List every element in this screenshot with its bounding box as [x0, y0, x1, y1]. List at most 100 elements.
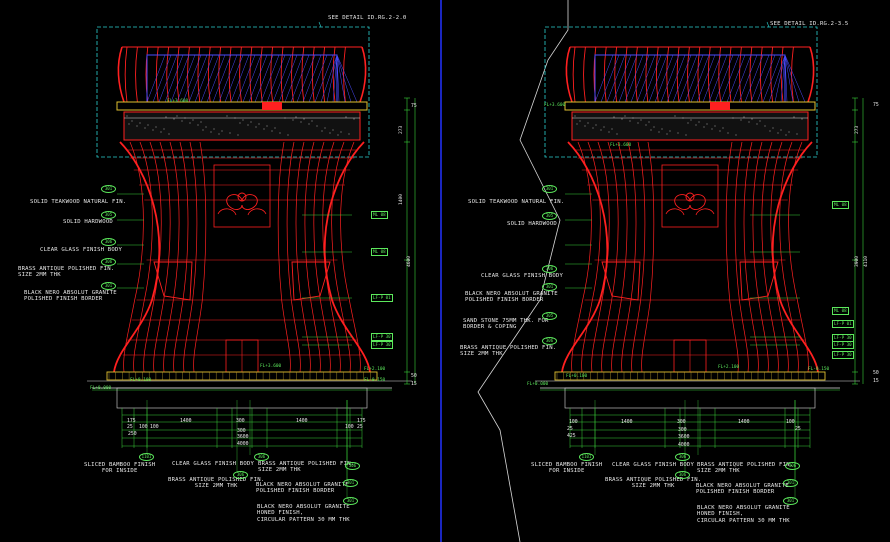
speckle — [764, 125, 766, 127]
right-bdim-3: 300 — [677, 420, 686, 425]
right-level-2: FL+3.600 — [610, 143, 632, 148]
speckle — [674, 115, 676, 117]
body-slat — [641, 141, 655, 373]
right-side-panel — [291, 261, 331, 301]
left-bdim-7: 100 — [345, 425, 354, 430]
hatch-line — [188, 54, 208, 103]
site-boundary-line — [477, 0, 569, 542]
detail-callout-box — [544, 26, 818, 158]
speckle — [801, 118, 803, 120]
hatch-line — [290, 54, 310, 103]
hatch-line — [314, 54, 334, 103]
speckle — [332, 129, 334, 131]
right-box-6: LF-P 30 — [832, 351, 854, 359]
body-slat — [183, 141, 198, 373]
speckle — [722, 127, 724, 129]
body-slat — [123, 141, 144, 373]
left-side-panel — [601, 261, 641, 301]
speckle — [274, 127, 276, 129]
right-label-sand: SAND STONE 75MM THK. FOR BORDER & COPING — [463, 318, 549, 331]
left-label-nero: BLACK NERO ABSOLUT GRANITE POLISHED FINI… — [24, 290, 117, 303]
hatch-line — [308, 54, 328, 103]
crown-rib — [645, 46, 649, 103]
right-bdim-4: 1400 — [738, 420, 750, 425]
left-bubble-brass: 306 — [101, 258, 116, 266]
speckle — [690, 119, 692, 121]
body-slat — [631, 141, 646, 373]
speckle — [168, 133, 170, 135]
hatch-line — [678, 54, 698, 103]
floral-motif — [674, 194, 706, 210]
speckle — [205, 126, 207, 128]
speckle — [592, 127, 594, 129]
speckle — [621, 118, 623, 120]
speckle — [271, 130, 273, 132]
speckle — [308, 123, 310, 125]
hatch-line — [738, 54, 758, 103]
top-slab — [116, 101, 368, 111]
left-note-glass: CLEAR GLASS FINISH BODY — [172, 461, 255, 467]
right-rdim-6: 15 — [873, 379, 879, 384]
body-slat — [295, 141, 311, 373]
foundation — [116, 387, 368, 409]
cap-band — [571, 111, 809, 141]
left-note-honed: BLACK NERO ABSOLUT GRANITE HONED FINISH,… — [257, 504, 350, 523]
left-bdim4: 4000 — [237, 442, 249, 447]
speckle — [340, 131, 342, 133]
speckle — [279, 132, 281, 134]
right-rdim-3: 3900 — [855, 255, 860, 267]
hatch-line — [666, 54, 686, 103]
speckle — [176, 115, 178, 117]
speckle — [250, 121, 252, 123]
hatch-line — [206, 54, 226, 103]
right-box-1: ML 08 — [832, 201, 849, 209]
speckle — [173, 118, 175, 120]
crown-rib — [718, 46, 722, 103]
speckle — [345, 116, 347, 118]
body-slat — [734, 141, 749, 373]
speckle — [321, 130, 323, 132]
hatch-line — [784, 54, 794, 103]
speckle — [751, 118, 753, 120]
speckle — [748, 121, 750, 123]
motif-frame — [661, 164, 719, 228]
motif-scroll — [217, 208, 267, 216]
left-rdim-6: 15 — [411, 382, 417, 387]
speckle — [714, 125, 716, 127]
crown-rib — [291, 46, 294, 103]
left-note-bamboo: SLICED BAMBOO FINISH FOR INSIDE — [84, 462, 156, 475]
right-note-honed: BLACK NERO ABSOLUT GRANITE HONED FINISH,… — [697, 505, 790, 524]
left-bubble-teakwood: 301 — [101, 185, 116, 193]
hatch-line — [636, 54, 656, 103]
hatch-line — [266, 54, 286, 103]
left-level-4: FL+0.100 — [130, 378, 152, 383]
floral-motif — [226, 194, 258, 210]
detail-leader — [766, 21, 770, 28]
speckle — [139, 122, 141, 124]
cap-band — [123, 111, 361, 141]
hatch-line — [164, 54, 184, 103]
hatch-line — [296, 54, 316, 103]
hatch-line — [660, 54, 680, 103]
body-slat — [591, 141, 610, 373]
speckle — [263, 128, 265, 130]
hatch-line — [302, 54, 322, 103]
hatch-line — [248, 54, 268, 103]
body-slat — [313, 141, 331, 373]
right-bubble-nero: 301 — [542, 283, 557, 291]
speckle — [624, 115, 626, 117]
left-box-1: ML 08 — [371, 211, 388, 219]
speckle — [152, 129, 154, 131]
crown-rib — [270, 46, 274, 103]
speckle — [192, 119, 194, 121]
body-slat — [761, 141, 779, 373]
right-label-nero: BLACK NERO ABSOLUT GRANITE POLISHED FINI… — [465, 291, 558, 304]
right-note-bubble-6: 301 — [783, 497, 798, 505]
speckle — [237, 134, 239, 136]
speckle — [735, 134, 737, 136]
right-level-6: FL-0.150 — [808, 367, 830, 372]
speckle — [595, 124, 597, 126]
speckle — [669, 130, 671, 132]
left-elevation — [87, 21, 416, 499]
hatch-line — [284, 54, 304, 103]
